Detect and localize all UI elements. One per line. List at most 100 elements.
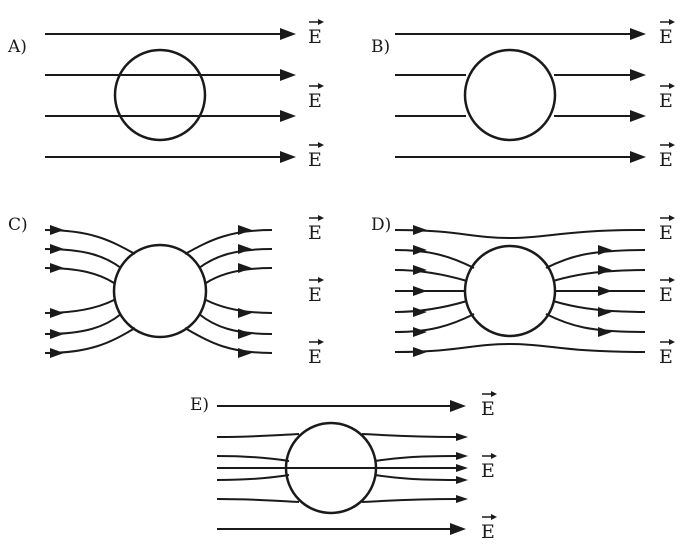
e-vector-labels: E E E E E E E (308, 19, 675, 543)
arrowhead (598, 327, 612, 337)
vector-arrow-icon (318, 339, 324, 345)
arrowhead (50, 225, 64, 235)
field-line (216, 455, 290, 462)
field-line (184, 229, 273, 255)
arrowhead (50, 263, 64, 273)
panel-c: C) (8, 215, 273, 358)
field-line (216, 433, 300, 438)
panel-b-arrowheads (630, 28, 646, 163)
panel-c-field-lines (44, 229, 273, 354)
arrowhead (630, 28, 646, 40)
panel-b-label: B) (371, 37, 390, 57)
panel-a-field-lines (45, 33, 283, 158)
arrowhead (456, 476, 468, 484)
e-vector-label: E (481, 391, 497, 420)
arrowhead (238, 225, 252, 235)
e-field-symbol: E (308, 26, 322, 48)
arrowhead (238, 329, 252, 339)
arrowhead (280, 151, 296, 163)
e-vector-label: E (308, 277, 324, 306)
field-line (205, 299, 273, 314)
panel-c-arrowheads (50, 225, 252, 358)
sphere-a (113, 48, 207, 142)
vector-arrow-icon (318, 142, 324, 148)
vector-arrow-icon (318, 19, 324, 25)
sphere-b (463, 48, 557, 142)
sphere-c (112, 243, 208, 339)
field-line (216, 498, 300, 503)
arrowhead (450, 400, 466, 412)
field-line (198, 313, 273, 335)
e-vector-label: E (659, 277, 675, 306)
vector-arrow-icon (491, 391, 497, 397)
arrowhead (413, 245, 427, 255)
e-field-symbol: E (481, 460, 495, 482)
field-line (184, 327, 273, 354)
panel-c-label: C) (8, 215, 28, 235)
e-field-symbol: E (308, 222, 322, 244)
arrowhead (450, 523, 466, 535)
field-line (394, 249, 475, 269)
field-line (216, 474, 290, 481)
e-field-symbol: E (659, 222, 673, 244)
panel-d-label: D) (371, 215, 391, 235)
arrowhead (456, 495, 468, 503)
panel-d-field-lines (394, 229, 646, 353)
panel-e-label: E) (190, 395, 209, 415)
e-vector-label: E (659, 339, 675, 368)
arrowhead (413, 307, 427, 317)
field-line (374, 455, 457, 462)
panel-b: B) (371, 28, 646, 163)
e-field-symbol: E (659, 284, 673, 306)
field-line (394, 313, 475, 333)
arrowhead (238, 308, 252, 318)
e-field-symbol: E (659, 149, 673, 171)
arrowhead (413, 327, 427, 337)
panel-a-label: A) (7, 37, 27, 57)
arrowhead (413, 286, 427, 296)
e-field-symbol: E (481, 521, 495, 543)
e-vector-label: E (308, 19, 324, 48)
panel-e-field-lines (216, 405, 457, 530)
arrowhead (456, 464, 468, 472)
arrowhead (413, 225, 427, 235)
vector-arrow-icon (669, 339, 675, 345)
arrowhead (630, 69, 646, 81)
panel-e: E) (190, 395, 468, 535)
arrowhead (238, 263, 252, 273)
e-vector-label: E (481, 453, 497, 482)
sphere-d (463, 244, 557, 338)
field-line (394, 269, 468, 282)
field-line (44, 327, 136, 354)
field-line (374, 474, 457, 481)
field-line (545, 249, 646, 269)
e-field-symbol: E (659, 26, 673, 48)
arrowhead (50, 244, 64, 254)
arrowhead (50, 348, 64, 358)
arrowhead (413, 347, 427, 357)
e-field-symbol: E (308, 149, 322, 171)
e-vector-label: E (659, 19, 675, 48)
e-field-symbol: E (481, 398, 495, 420)
arrowhead (598, 286, 612, 296)
vector-arrow-icon (491, 514, 497, 520)
panel-d: D) (371, 215, 646, 357)
vector-arrow-icon (318, 83, 324, 89)
panel-b-field-lines (395, 33, 632, 158)
panel-d-arrowheads (413, 225, 612, 357)
field-line (394, 342, 646, 353)
vector-arrow-icon (669, 19, 675, 25)
e-vector-label: E (659, 215, 675, 244)
arrowhead (630, 151, 646, 163)
field-line (205, 267, 273, 284)
field-line (552, 269, 646, 282)
arrowhead (238, 244, 252, 254)
arrowhead (598, 245, 612, 255)
e-vector-label: E (659, 83, 675, 112)
arrowhead (630, 110, 646, 122)
field-line (361, 498, 457, 503)
field-line (552, 300, 646, 313)
arrowhead (598, 307, 612, 317)
